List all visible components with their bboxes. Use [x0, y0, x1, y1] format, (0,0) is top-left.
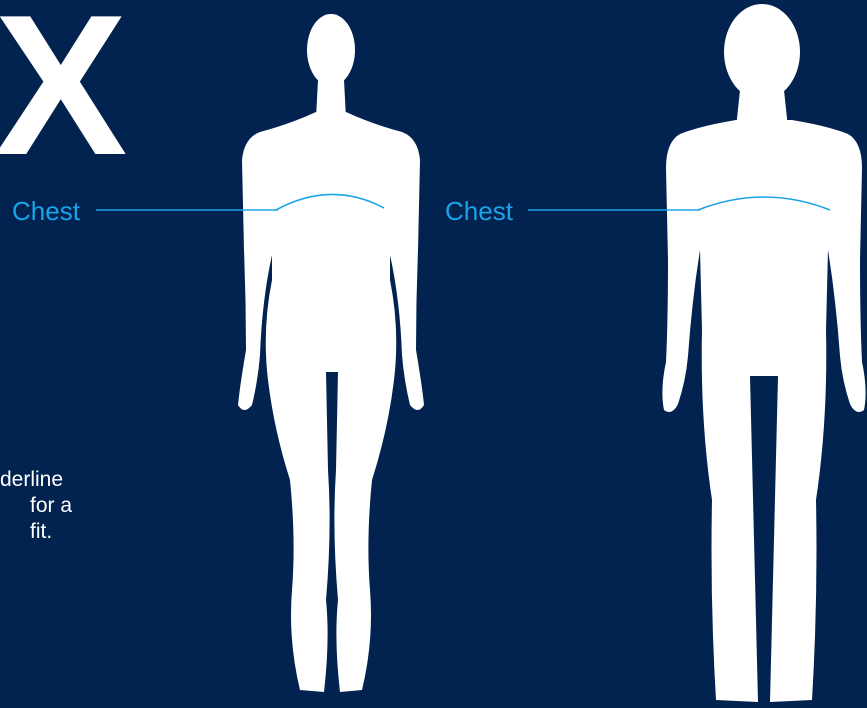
female-figure: [238, 14, 424, 692]
male-figure: [662, 4, 865, 702]
